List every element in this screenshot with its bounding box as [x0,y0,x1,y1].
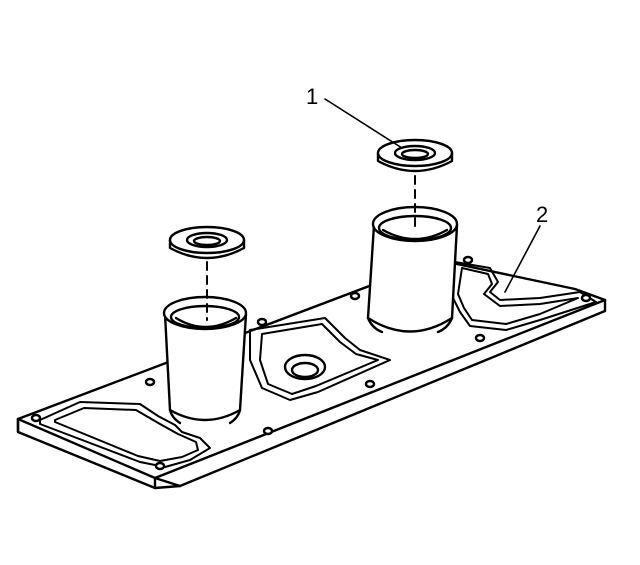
alignment-lines [206,175,416,321]
right-seal [376,138,454,173]
gasket-outline [39,261,597,468]
callout-label-1: 1 [306,84,319,109]
right-tower [366,205,459,334]
leader-lines [324,98,541,293]
leader-line-2 [504,225,541,293]
callout-label-2: 2 [536,202,549,227]
left-tower [162,295,248,425]
center-hole [283,353,327,381]
left-seal [168,225,246,260]
bolt-holes [30,255,592,471]
leader-line-1 [324,98,403,149]
